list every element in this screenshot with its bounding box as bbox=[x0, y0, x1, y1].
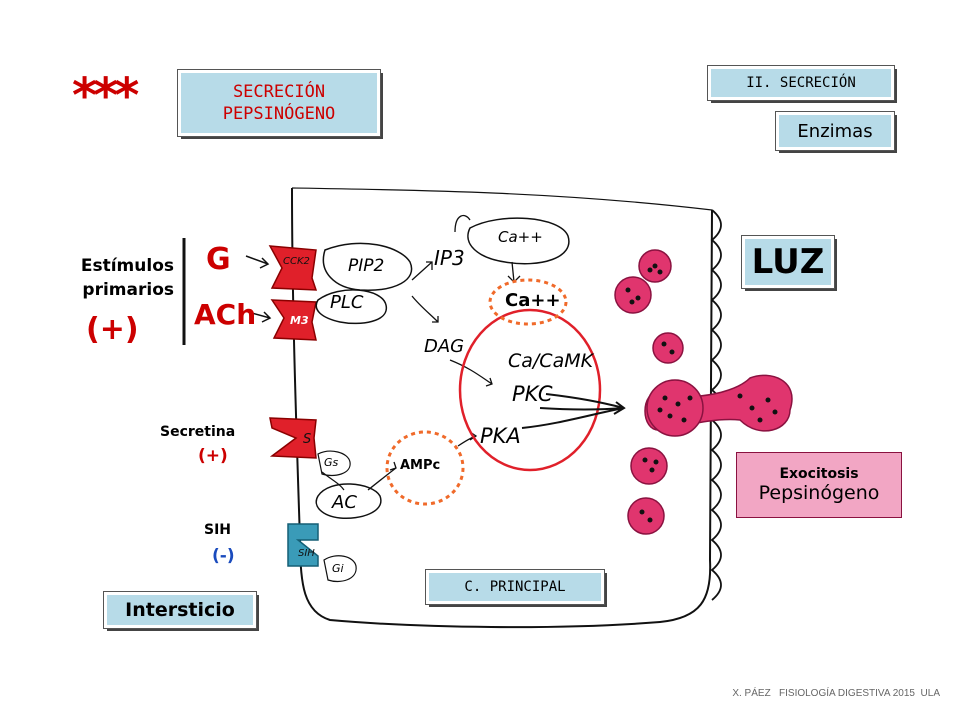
section-box: II. SECRECIÓN bbox=[707, 65, 895, 101]
plc-ellipse bbox=[315, 289, 387, 325]
plc-label: PLC bbox=[330, 292, 364, 313]
interstitium-box: Intersticio bbox=[103, 591, 257, 629]
ampc-dashed-circle bbox=[385, 430, 465, 506]
dag-arrow bbox=[411, 295, 439, 323]
gs-shape bbox=[317, 450, 351, 477]
g-arrow bbox=[245, 255, 270, 269]
gi-shape bbox=[323, 555, 357, 583]
dag-pkc-arrow bbox=[449, 359, 493, 387]
gs-ac-line bbox=[321, 471, 345, 491]
ca-dashed-circle bbox=[488, 278, 568, 326]
sih-sign: (-) bbox=[212, 546, 235, 566]
granules bbox=[614, 249, 793, 535]
cck2-receptor-shape bbox=[268, 245, 318, 291]
ca-release-arrow bbox=[454, 214, 471, 233]
stimuli-line2: primarios bbox=[82, 280, 174, 300]
ac-ellipse bbox=[315, 483, 382, 520]
footer-credit: X. PÁEZ FISIOLOGÍA DIGESTIVA 2015 ULA bbox=[732, 688, 940, 699]
pka-label: PKA bbox=[480, 424, 521, 448]
subsection-box: Enzimas bbox=[775, 111, 895, 151]
stimuli-line1: Estímulos bbox=[80, 256, 174, 276]
title-line1: SECRECIÓN bbox=[232, 82, 326, 102]
secretin-receptor-shape bbox=[269, 417, 317, 459]
ca-store-shape bbox=[467, 217, 570, 265]
dag-label: DAG bbox=[424, 336, 465, 357]
gs-label: Gs bbox=[324, 456, 339, 469]
exocytosis-box: Exocitosis Pepsinógeno bbox=[736, 452, 902, 518]
receptor-m3: M3 bbox=[290, 314, 309, 327]
ip3-label: IP3 bbox=[434, 246, 465, 270]
ampc-label: AMPc bbox=[400, 458, 441, 473]
g-label: G bbox=[206, 242, 231, 277]
sih-receptor-shape bbox=[287, 523, 319, 567]
cell-name-box: C. PRINCIPAL bbox=[425, 569, 605, 605]
lumen-box: LUZ bbox=[741, 235, 835, 289]
sih-label: SIH bbox=[204, 522, 232, 538]
cell-top-edge bbox=[291, 187, 713, 211]
kinase-circle bbox=[458, 308, 602, 472]
pkc-label: PKC bbox=[512, 382, 553, 406]
exocytosis-line2: Pepsinógeno bbox=[758, 482, 880, 504]
ip3-arrow bbox=[411, 261, 433, 281]
cell-membrane bbox=[291, 187, 713, 629]
stimuli-sign: (+) bbox=[86, 312, 139, 347]
kinase-to-luz-arrows bbox=[521, 393, 626, 429]
gi-label: Gi bbox=[332, 562, 344, 575]
exocytosis-line1: Exocitosis bbox=[779, 466, 859, 482]
receptor-s: S bbox=[303, 432, 312, 447]
ca-store-label: Ca++ bbox=[498, 228, 543, 246]
pip2-ellipse bbox=[322, 242, 413, 291]
pip2-label: PIP2 bbox=[348, 256, 385, 276]
ca-down-arrow bbox=[507, 261, 521, 283]
title-box: SECRECIÓN PEPSINÓGENO bbox=[177, 69, 381, 137]
ca-free-label: Ca++ bbox=[505, 290, 561, 311]
receptor-cck2: CCK2 bbox=[283, 256, 310, 267]
secretin-label: Secretina bbox=[160, 424, 236, 440]
ach-arrow bbox=[247, 311, 272, 323]
ac-label: AC bbox=[332, 492, 357, 513]
m3-receptor-shape bbox=[270, 299, 317, 341]
receptor-sih: SIH bbox=[298, 548, 315, 559]
cacamk-label: Ca/CaMK bbox=[508, 350, 594, 372]
stars-mark: *** bbox=[72, 68, 139, 124]
secretin-sign: (+) bbox=[198, 446, 228, 466]
ach-label: ACh bbox=[194, 298, 257, 331]
title-line2: PEPSINÓGENO bbox=[222, 104, 336, 124]
